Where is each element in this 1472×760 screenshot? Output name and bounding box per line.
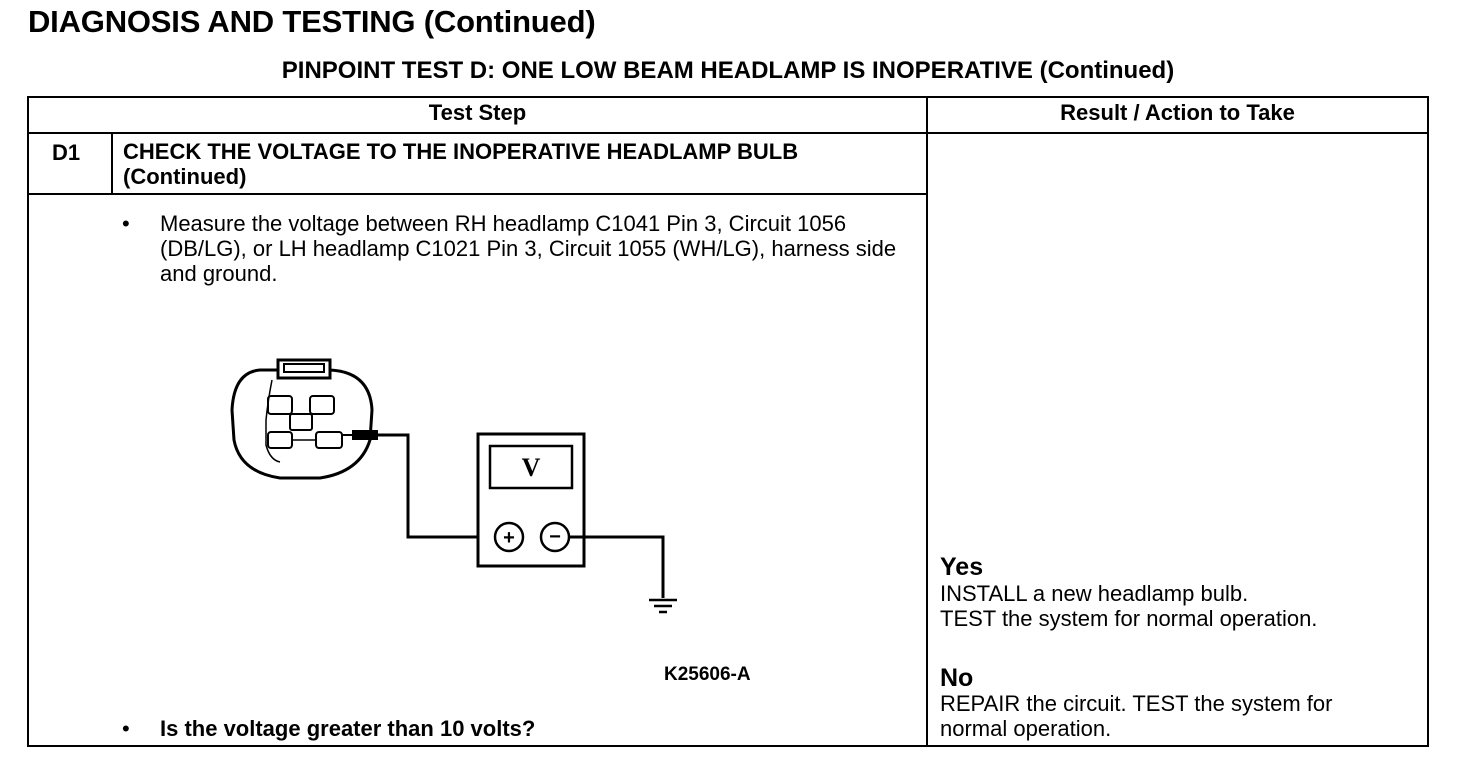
test-probe	[352, 430, 378, 440]
bullet-marker: •	[122, 716, 130, 741]
terminal-3	[267, 431, 293, 449]
result-yes-label: Yes	[940, 553, 984, 581]
terminal-1	[267, 395, 293, 415]
positive-terminal	[493, 521, 525, 553]
test-table	[27, 96, 1429, 747]
terminal-4	[315, 431, 343, 449]
step-id-divider	[111, 132, 113, 195]
minus-sign: −	[549, 526, 561, 548]
connector-latch	[276, 358, 332, 380]
voltage-test-diagram: V + −	[230, 358, 677, 614]
result-yes-line: INSTALL a new headlamp bulb.	[940, 581, 1249, 606]
result-no-line: REPAIR the circuit. TEST the system for	[940, 691, 1333, 716]
result-yes-line: TEST the system for normal operation.	[940, 606, 1318, 631]
bullet-marker: •	[122, 211, 130, 236]
positive-lead	[378, 433, 492, 539]
step-title: CHECK THE VOLTAGE TO THE INOPERATIVE HEA…	[123, 139, 799, 189]
step-question: Is the voltage greater than 10 volts?	[160, 716, 536, 741]
pinpoint-test-title: PINPOINT TEST D: ONE LOW BEAM HEADLAMP I…	[281, 57, 1175, 84]
page-title: DIAGNOSIS AND TESTING (Continued)	[28, 4, 596, 39]
result-no-line: normal operation.	[940, 716, 1112, 741]
header-test-step: Test Step	[428, 100, 527, 125]
figure-id: K25606-A	[664, 664, 751, 685]
measure-instruction: Measure the voltage between RH headlamp …	[160, 211, 897, 286]
headlamp-connector	[230, 368, 374, 480]
voltmeter-display	[488, 444, 574, 490]
header-divider	[27, 132, 1429, 134]
header-result-action: Result / Action to Take	[1060, 100, 1295, 125]
step-title-divider	[27, 193, 927, 195]
negative-lead	[569, 535, 665, 598]
terminal-2	[309, 395, 335, 415]
result-no-label: No	[940, 664, 974, 692]
plus-sign: +	[503, 527, 515, 549]
column-divider	[926, 96, 928, 747]
voltmeter-symbol: V	[522, 453, 541, 482]
step-id: D1	[52, 140, 81, 165]
terminal-center	[289, 413, 313, 431]
ground-symbol	[649, 598, 677, 614]
